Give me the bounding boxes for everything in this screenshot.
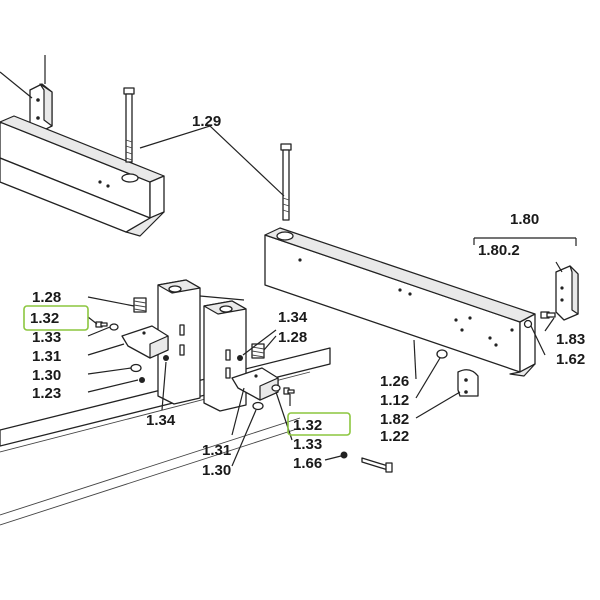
label-1-33-left: 1.33 [32, 329, 61, 346]
label-1-34-bottom: 1.34 [146, 412, 176, 429]
bolt-1-29-left [123, 87, 135, 163]
nut-1-30-left [130, 363, 142, 373]
bolt-1-29-right [280, 143, 292, 221]
screw-1-32-right [283, 387, 295, 395]
label-1-29: 1.29 [192, 113, 221, 130]
nut-1-12 [436, 349, 448, 359]
bolt-1-22 [361, 457, 393, 473]
washer-1-62 [523, 319, 533, 329]
label-1-80-2: 1.80.2 [478, 242, 520, 259]
highlight-box-1-32-left [23, 305, 89, 331]
label-1-26: 1.26 [380, 373, 409, 390]
washer-1-34-bottom [163, 355, 169, 361]
label-1-83: 1.83 [556, 331, 585, 348]
label-1-82: 1.82 [380, 411, 409, 428]
nut-1-30-right [252, 401, 264, 411]
left-channel-beam [0, 115, 165, 237]
label-1-22: 1.22 [380, 428, 409, 445]
label-1-34-right: 1.34 [278, 309, 308, 326]
spring-1-28-left [133, 297, 147, 313]
label-1-32-right: 1.32 [293, 417, 322, 434]
screw-1-32-left [95, 321, 108, 328]
label-1-12: 1.12 [380, 392, 409, 409]
washer-1-66 [340, 451, 348, 459]
leader-lines [87, 125, 577, 467]
label-1-31-right: 1.31 [202, 442, 231, 459]
clamp-1-31-right [231, 367, 279, 401]
bracket-1-82 [457, 369, 479, 397]
washer-1-34-right [237, 355, 243, 361]
highlight-box-1-32-right [287, 412, 351, 436]
washer-1-23 [139, 377, 145, 383]
top-left-bracket [0, 55, 53, 133]
washer-1-33-left [109, 323, 119, 331]
label-1-33-right: 1.33 [293, 436, 322, 453]
label-1-23: 1.23 [32, 385, 61, 402]
right-channel-beam [264, 227, 536, 377]
label-1-62: 1.62 [556, 351, 585, 368]
washer-1-33-right [271, 384, 281, 392]
label-1-30-right: 1.30 [202, 462, 231, 479]
label-1-31-left: 1.31 [32, 348, 61, 365]
screw-1-83 [540, 311, 556, 319]
label-1-80: 1.80 [510, 211, 539, 228]
label-1-66: 1.66 [293, 455, 322, 472]
label-1-32-left: 1.32 [30, 310, 59, 327]
label-1-28-right: 1.28 [278, 329, 307, 346]
label-1-30-left: 1.30 [32, 367, 61, 384]
right-end-bracket [555, 261, 579, 321]
label-1-28-left: 1.28 [32, 289, 61, 306]
clamp-1-31-left [121, 325, 169, 359]
